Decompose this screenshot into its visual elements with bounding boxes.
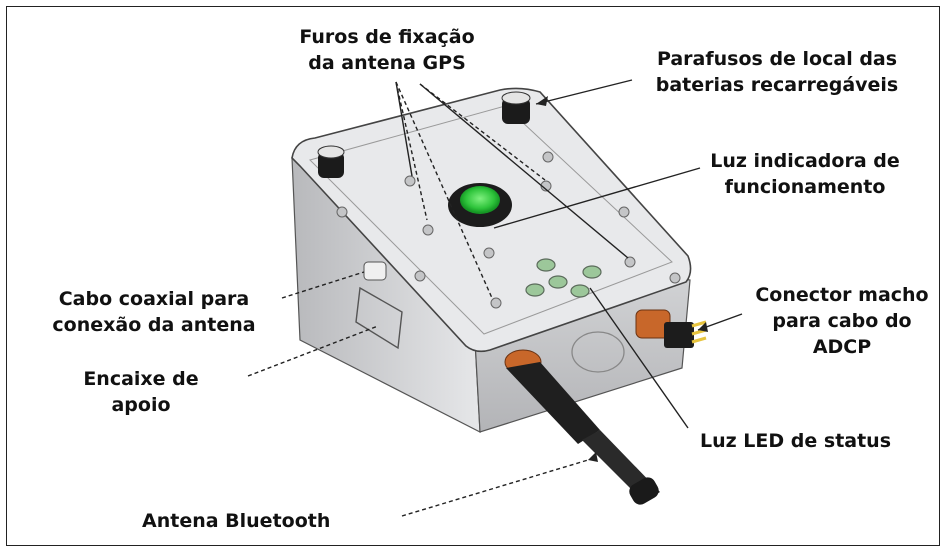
support-slot-label-line1: Encaixe de [83,368,199,390]
support-slot-label-line2: apoio [111,394,171,416]
bluetooth-antenna [504,349,660,505]
battery-screws-label-line2: baterias recarregáveis [655,74,899,96]
adcp-connector-label-line3: ADCP [812,336,872,358]
power-light-label: Luz indicadora de funcionamento [700,148,910,200]
coax-cable-label-line1: Cabo coaxial para [58,288,250,310]
adcp-connector-label-line2: para cabo do [772,310,912,332]
coax-cable-label-line2: conexão da antena [52,314,256,336]
power-indicator-light [448,183,512,227]
status-leds [525,258,602,298]
coax-connector [363,261,387,281]
battery-screw-right [501,91,531,124]
support-slot-label: Encaixe de apoio [66,366,216,418]
gps-holes-label-line1: Furos de fixação [299,26,475,48]
top-screw-holes [336,151,681,309]
figure-border [6,6,940,546]
coax-cable-label: Cabo coaxial para conexão da antena [34,286,274,338]
front-port [571,331,625,373]
callout-arrowheads [536,96,708,462]
adcp-connector [635,309,707,348]
bluetooth-antenna-label: Antena Bluetooth [142,510,331,532]
adcp-connector-label: Conector macho para cabo do ADCP [744,282,940,360]
enclosure-top-inner [309,105,673,335]
callout-lines [247,79,743,517]
adcp-connector-label-line1: Conector macho [755,284,929,306]
power-light-label-line2: funcionamento [724,176,886,198]
status-led-label: Luz LED de status [700,430,892,452]
battery-screws-label: Parafusos de local das baterias recarreg… [642,46,912,98]
power-light-label-line1: Luz indicadora de [710,150,900,172]
gps-holes-label-line2: da antena GPS [308,52,466,74]
battery-screw-left [317,145,345,178]
battery-screws-label-line1: Parafusos de local das [656,48,898,70]
gps-holes-label: Furos de fixação da antena GPS [282,24,492,76]
support-slot [355,286,403,350]
